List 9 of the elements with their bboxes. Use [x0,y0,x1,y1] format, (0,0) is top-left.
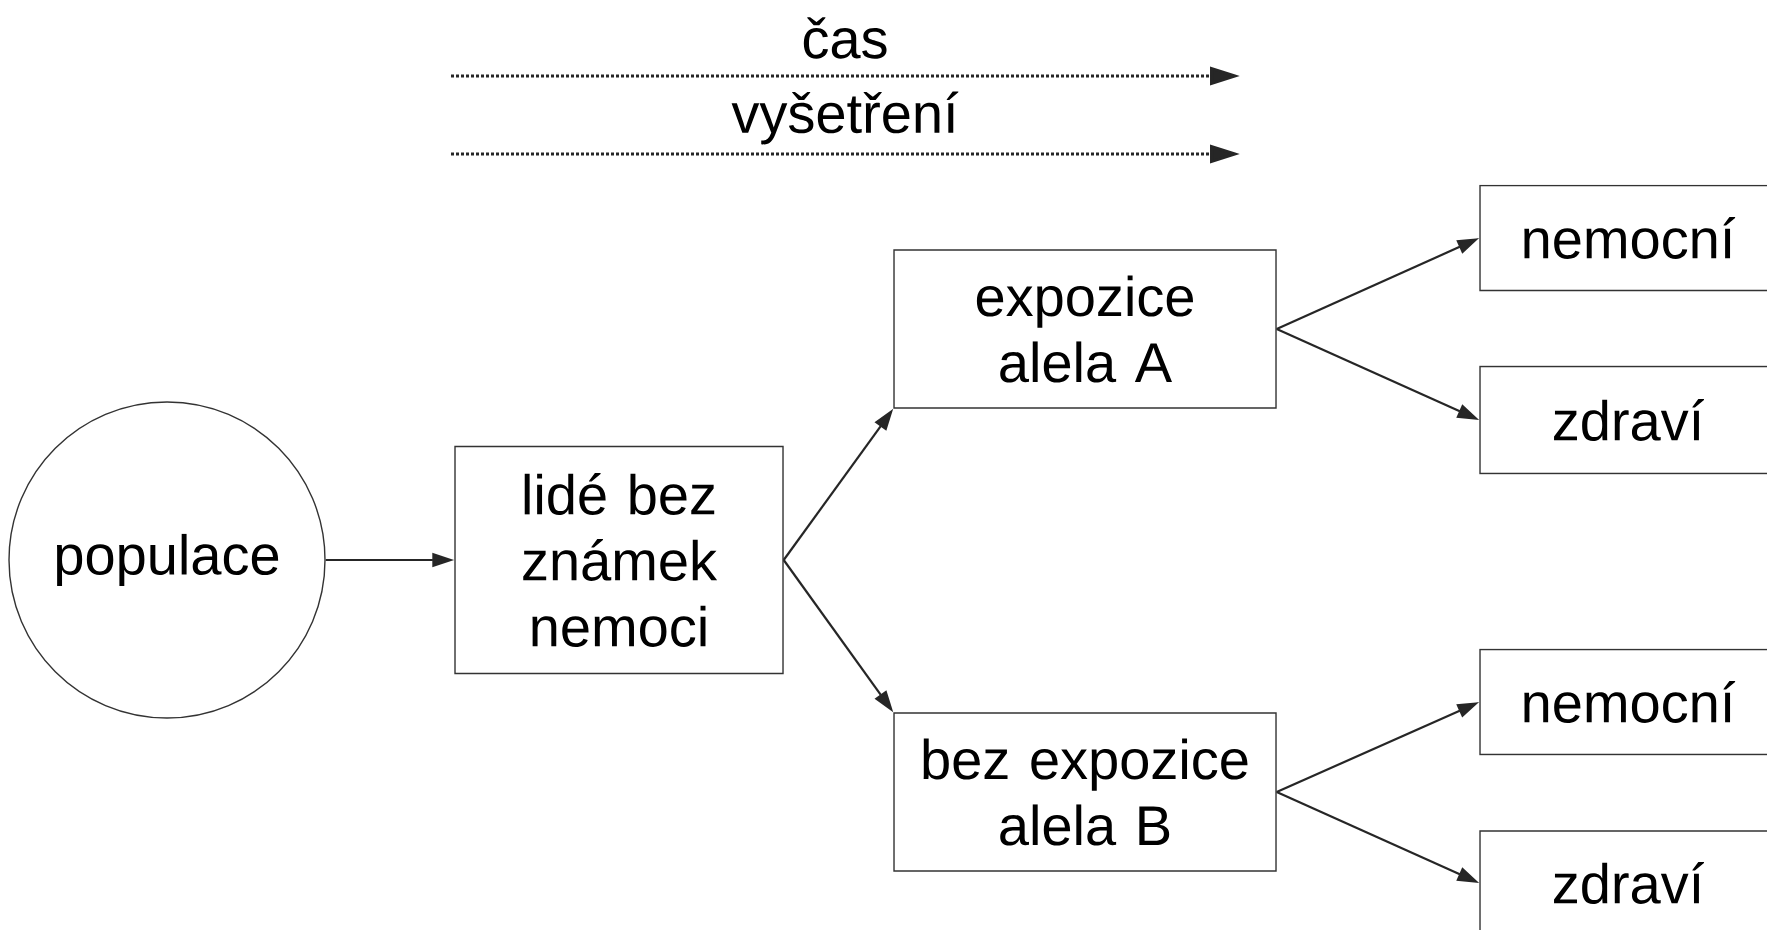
label: vyšetření [731,91,959,145]
outcome-box: nemocní [1479,184,1767,292]
exposure-box: expozice alela A [893,249,1277,409]
outcome-box: nemocní [1479,648,1767,756]
outcome-box: zdraví [1479,830,1767,930]
outcome-box: zdraví [1479,365,1767,475]
group-box: lidé bez známek nemoci [454,445,784,675]
label: čas [803,17,887,59]
exposure-box: bez expozice alela B [893,712,1277,872]
